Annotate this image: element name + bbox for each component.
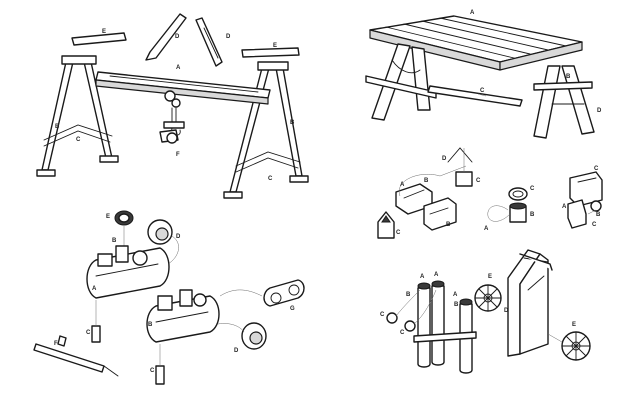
clamp-right-assembly — [567, 171, 603, 229]
cylinders-label-e-1: E — [488, 274, 492, 280]
bench-label-d: D — [597, 108, 602, 114]
clamps-label-b-4: B — [596, 212, 601, 218]
clamps-label-c-3: C — [530, 186, 535, 192]
cylinder-strap — [413, 331, 477, 343]
trolley-wheel-left — [474, 284, 502, 312]
compressor-upper-tank — [86, 245, 170, 299]
gantry-label-b-left: B — [55, 124, 60, 130]
cylinders-label-a-3: A — [453, 292, 458, 298]
compressor-label-d-top: D — [176, 234, 181, 240]
gantry-top-bar-right — [241, 47, 300, 58]
cylinders-label-e-2: E — [572, 322, 576, 328]
gantry-label-c-left: C — [76, 137, 81, 143]
clamps-label-b-1: B — [424, 178, 429, 184]
trolley-wheel-right — [547, 331, 591, 361]
cylinders-label-c-2: C — [400, 330, 405, 336]
bench-right-leg — [533, 65, 595, 139]
compressor-label-f: F — [54, 341, 58, 347]
gantry-label-a: A — [176, 65, 181, 71]
clamp-block-left — [377, 165, 467, 239]
bench-left-leg — [365, 43, 437, 121]
bench-label-c: C — [480, 88, 485, 94]
compressor-label-c-right: C — [150, 368, 155, 374]
compressor-label-c-left: C — [86, 330, 91, 336]
compressor-cap-part — [114, 210, 134, 250]
gantry-brace-left — [145, 13, 187, 61]
clamps-label-c-5: C — [592, 222, 597, 228]
cylinder-regulators — [386, 289, 437, 332]
bench-label-b: B — [566, 74, 571, 80]
clamps-label-a-2: A — [484, 226, 489, 232]
gantry-right-a-frame — [223, 61, 309, 199]
compressor-bracket-left — [91, 325, 101, 343]
clamps-panel: A A A B B B B C C C C C D — [377, 147, 603, 239]
compressor-panel: A B B C C D D E F G — [33, 210, 305, 385]
gantry-label-e-right: E — [273, 43, 277, 49]
cylinders-label-b-2: B — [454, 302, 459, 308]
gantry-label-e-left: E — [102, 29, 106, 35]
compressor-wheel-top — [147, 219, 179, 265]
gantry-top-bar-left — [71, 32, 127, 46]
cylinders-label-a-2: A — [434, 272, 439, 278]
clamp-block-center — [423, 197, 457, 231]
compressor-lower-tank — [146, 289, 220, 343]
cylinder-1 — [417, 282, 431, 368]
clamps-label-a-1: A — [400, 182, 405, 188]
cylinder-trolley — [507, 249, 553, 357]
gantry-left-a-frame — [36, 55, 119, 177]
gantry-hoist-trolley — [159, 90, 185, 144]
bench-label-a: A — [470, 10, 475, 16]
gantry-label-d-left: D — [175, 34, 180, 40]
clamps-label-c-1: C — [396, 230, 401, 236]
compressor-label-g: G — [290, 306, 295, 312]
clamps-label-c-4: C — [594, 166, 599, 172]
cylinders-label-c-1: C — [380, 312, 385, 318]
gantry-label-f: F — [176, 152, 180, 158]
compressor-label-b-top: B — [112, 238, 117, 244]
gantry-label-b-right: B — [290, 120, 295, 126]
cylinders-label-b-1: B — [406, 292, 411, 298]
gantry-label-d-right: D — [226, 34, 231, 40]
gantry-brace-right — [195, 17, 223, 67]
picnic-bench-panel: A B C D — [365, 10, 602, 139]
compressor-label-d-bottom: D — [234, 348, 239, 354]
cylinders-panel: A A A B B C C D E E — [380, 249, 591, 374]
cylinders-label-a-1: A — [420, 274, 425, 280]
compressor-label-b-bottom: B — [148, 322, 153, 328]
compressor-handle — [33, 335, 119, 377]
clamps-label-c-2: C — [476, 178, 481, 184]
compressor-belt-drive — [219, 279, 305, 307]
clamps-label-b-3: B — [530, 212, 535, 218]
cylinders-label-d: D — [504, 308, 509, 314]
bench-tabletop — [369, 15, 583, 71]
gantry-i-beam — [95, 71, 271, 105]
compressor-wheel-bottom — [217, 322, 267, 350]
compressor-label-e: E — [106, 214, 110, 220]
gantry-crane-panel: A B B C C D D E E F — [36, 13, 309, 199]
clamps-label-a-3: A — [562, 204, 567, 210]
compressor-bracket-right — [155, 365, 165, 385]
clamps-label-b-2: B — [446, 222, 451, 228]
cylinder-2 — [431, 280, 445, 366]
clamp-magnet-base — [487, 187, 528, 223]
clamp-hanging-block — [447, 147, 473, 187]
clamps-label-d: D — [442, 156, 447, 162]
gantry-label-c-right: C — [268, 176, 273, 182]
bench-seat-board — [427, 85, 523, 107]
compressor-label-a: A — [92, 286, 97, 292]
